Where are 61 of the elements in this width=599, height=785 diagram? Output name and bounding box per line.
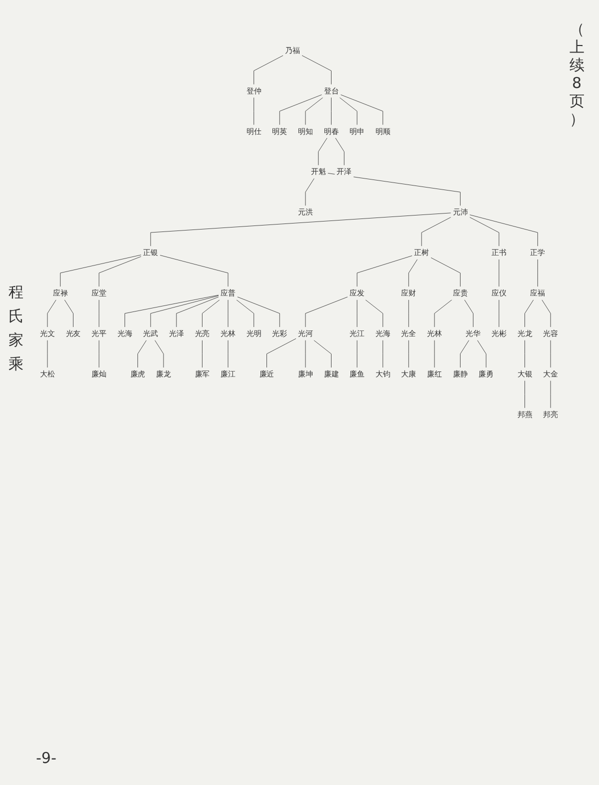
lineage-line bbox=[47, 340, 48, 368]
lineage-line bbox=[98, 256, 142, 287]
lineage-line bbox=[498, 300, 500, 328]
lineage-line bbox=[430, 257, 461, 287]
lineage-line bbox=[328, 172, 461, 206]
lineage-line bbox=[524, 300, 534, 328]
lineage-line bbox=[124, 294, 219, 328]
lineage-line bbox=[339, 97, 358, 126]
lineage-line bbox=[537, 259, 538, 287]
lineage-line bbox=[305, 296, 348, 328]
lineage-line bbox=[305, 97, 324, 126]
lineage-line bbox=[356, 340, 358, 368]
lineage-line bbox=[60, 254, 142, 287]
lineage-line bbox=[382, 340, 384, 368]
lineage-line bbox=[154, 340, 164, 368]
lineage-line bbox=[408, 300, 409, 328]
lineage-line bbox=[434, 340, 435, 368]
lineage-line bbox=[340, 94, 384, 126]
lineage-line bbox=[137, 340, 147, 368]
lineage-line bbox=[302, 55, 332, 85]
lineage-line bbox=[335, 138, 344, 166]
lineage-line bbox=[498, 259, 500, 287]
lineage-line bbox=[469, 214, 538, 246]
lineage-line bbox=[150, 212, 452, 246]
lineage-line bbox=[434, 300, 452, 328]
lineage-line bbox=[160, 254, 228, 287]
lineage-line bbox=[524, 340, 526, 368]
lineage-line bbox=[469, 217, 500, 246]
lineage-line bbox=[305, 178, 314, 206]
lineage-line bbox=[331, 97, 332, 126]
lineage-line bbox=[408, 340, 409, 368]
continuation-note: （上续8页） bbox=[568, 20, 585, 128]
lineage-line bbox=[237, 296, 280, 328]
lineage-line bbox=[305, 340, 306, 368]
lineage-line bbox=[356, 255, 412, 287]
lineage-line bbox=[64, 300, 74, 328]
lineage-line bbox=[550, 380, 551, 408]
book-title: 程氏家乘 bbox=[8, 282, 24, 375]
lineage-line bbox=[279, 94, 322, 126]
lineage-line bbox=[176, 296, 219, 328]
lineage-line bbox=[356, 300, 358, 328]
page-number: -9- bbox=[36, 749, 56, 767]
lineage-line bbox=[542, 300, 551, 328]
lineage-line bbox=[47, 300, 56, 328]
lineage-line bbox=[98, 340, 100, 368]
lineage-line bbox=[408, 259, 418, 287]
lineage-line bbox=[254, 55, 284, 85]
lineage-line bbox=[150, 295, 219, 328]
lineage-line bbox=[236, 300, 254, 328]
lineage-line bbox=[365, 300, 384, 328]
lineage-line bbox=[524, 380, 526, 408]
lineage-line bbox=[202, 300, 220, 328]
lineage-line bbox=[314, 340, 332, 368]
lineage-line bbox=[464, 300, 474, 328]
lineage-line bbox=[318, 138, 328, 166]
lineage-line bbox=[266, 338, 296, 368]
lineage-line bbox=[460, 340, 470, 368]
lineage-line bbox=[477, 340, 486, 368]
lineage-line bbox=[98, 300, 100, 328]
lineage-line bbox=[550, 340, 551, 368]
lineage-line bbox=[421, 217, 452, 246]
